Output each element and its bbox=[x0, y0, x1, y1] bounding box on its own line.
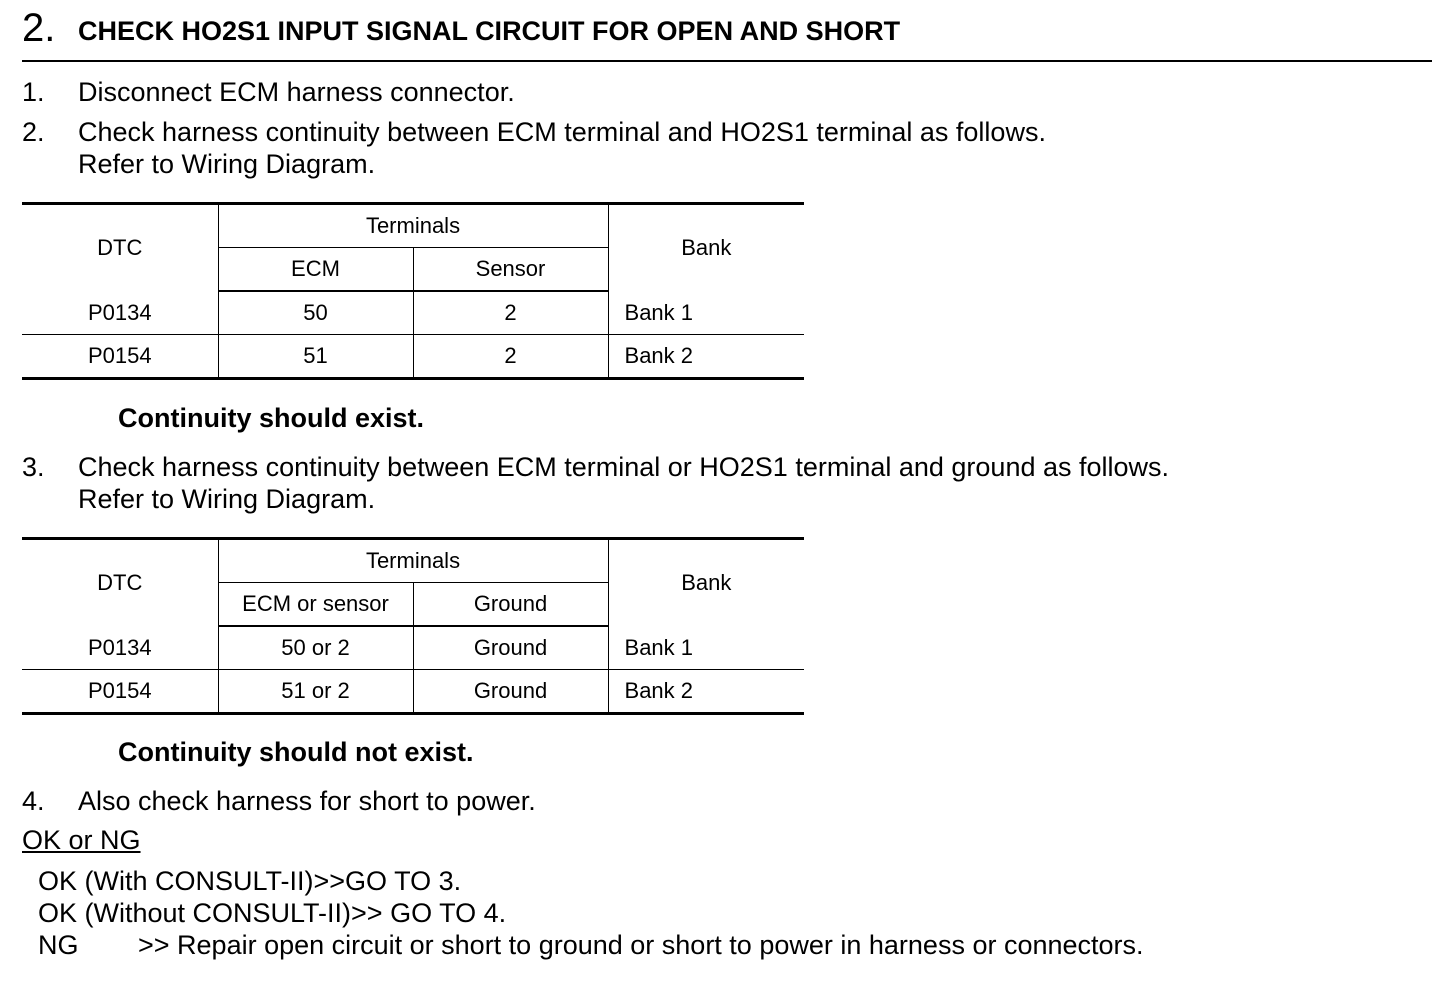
instruction-number: 3. bbox=[22, 452, 45, 482]
table-row: P0154 51 or 2 Ground Bank 2 bbox=[22, 669, 805, 715]
instruction-text: Disconnect ECM harness connector. bbox=[78, 77, 515, 107]
result-ng-label: NG bbox=[38, 930, 79, 960]
header-ecm-or-sensor: ECM or sensor bbox=[218, 582, 414, 627]
result-ok-with-consult: OK (With CONSULT-II)>>GO TO 3. bbox=[38, 866, 462, 896]
header-sensor: Sensor bbox=[413, 247, 609, 292]
cell-bank: Bank 1 bbox=[608, 291, 805, 335]
cell-bank: Bank 2 bbox=[608, 334, 805, 380]
step-heading: 2. CHECK HO2S1 INPUT SIGNAL CIRCUIT FOR … bbox=[22, 4, 1432, 62]
instruction-2-reference: Refer to Wiring Diagram. bbox=[78, 149, 376, 179]
header-dtc: DTC bbox=[22, 202, 219, 291]
cell-dtc: P0134 bbox=[22, 626, 219, 670]
cell-bank: Bank 1 bbox=[608, 626, 805, 670]
instruction-number: 1. bbox=[22, 77, 45, 107]
result-ng-text: >> Repair open circuit or short to groun… bbox=[138, 930, 1144, 960]
continuity-table-1: DTC Terminals Bank ECM Sensor P0134 50 2… bbox=[22, 202, 805, 380]
header-ecm: ECM bbox=[218, 247, 414, 292]
instruction-4: 4. Also check harness for short to power. bbox=[22, 785, 536, 817]
continuity-note-1: Continuity should exist. bbox=[118, 403, 425, 433]
step-title: CHECK HO2S1 INPUT SIGNAL CIRCUIT FOR OPE… bbox=[78, 16, 901, 46]
table-row: P0154 51 2 Bank 2 bbox=[22, 334, 805, 380]
instruction-3-reference: Refer to Wiring Diagram. bbox=[78, 484, 376, 514]
result-ok-without-consult: OK (Without CONSULT-II)>> GO TO 4. bbox=[38, 898, 507, 928]
instruction-1: 1. Disconnect ECM harness connector. bbox=[22, 76, 515, 108]
ok-or-ng-label: OK or NG bbox=[22, 825, 141, 855]
instruction-text: Also check harness for short to power. bbox=[78, 786, 536, 816]
header-ground: Ground bbox=[413, 582, 609, 627]
instruction-text: Check harness continuity between ECM ter… bbox=[78, 117, 1046, 147]
result-ng: NG >> Repair open circuit or short to gro… bbox=[38, 929, 1144, 961]
cell-sensor: 2 bbox=[413, 334, 609, 380]
step-number: 2. bbox=[22, 6, 56, 50]
header-bank: Bank bbox=[608, 537, 805, 626]
header-dtc: DTC bbox=[22, 537, 219, 626]
cell-ecm-or-sensor: 51 or 2 bbox=[218, 669, 414, 715]
continuity-table-2: DTC Terminals Bank ECM or sensor Ground … bbox=[22, 537, 805, 715]
instruction-2: 2. Check harness continuity between ECM t… bbox=[22, 116, 1046, 148]
header-bank: Bank bbox=[608, 202, 805, 291]
continuity-note-2: Continuity should not exist. bbox=[118, 737, 474, 767]
cell-ground: Ground bbox=[413, 669, 609, 715]
cell-sensor: 2 bbox=[413, 291, 609, 335]
cell-dtc: P0154 bbox=[22, 669, 219, 715]
header-terminals: Terminals bbox=[218, 537, 609, 583]
cell-ecm: 50 bbox=[218, 291, 414, 335]
cell-ground: Ground bbox=[413, 626, 609, 670]
instruction-text: Check harness continuity between ECM ter… bbox=[78, 452, 1170, 482]
instruction-3: 3. Check harness continuity between ECM t… bbox=[22, 451, 1169, 483]
cell-ecm-or-sensor: 50 or 2 bbox=[218, 626, 414, 670]
cell-dtc: P0134 bbox=[22, 291, 219, 335]
cell-bank: Bank 2 bbox=[608, 669, 805, 715]
instruction-number: 2. bbox=[22, 117, 45, 147]
table-row: P0134 50 or 2 Ground Bank 1 bbox=[22, 626, 805, 670]
cell-dtc: P0154 bbox=[22, 334, 219, 380]
cell-ecm: 51 bbox=[218, 334, 414, 380]
header-terminals: Terminals bbox=[218, 202, 609, 248]
instruction-number: 4. bbox=[22, 786, 45, 816]
table-row: P0134 50 2 Bank 1 bbox=[22, 291, 805, 335]
